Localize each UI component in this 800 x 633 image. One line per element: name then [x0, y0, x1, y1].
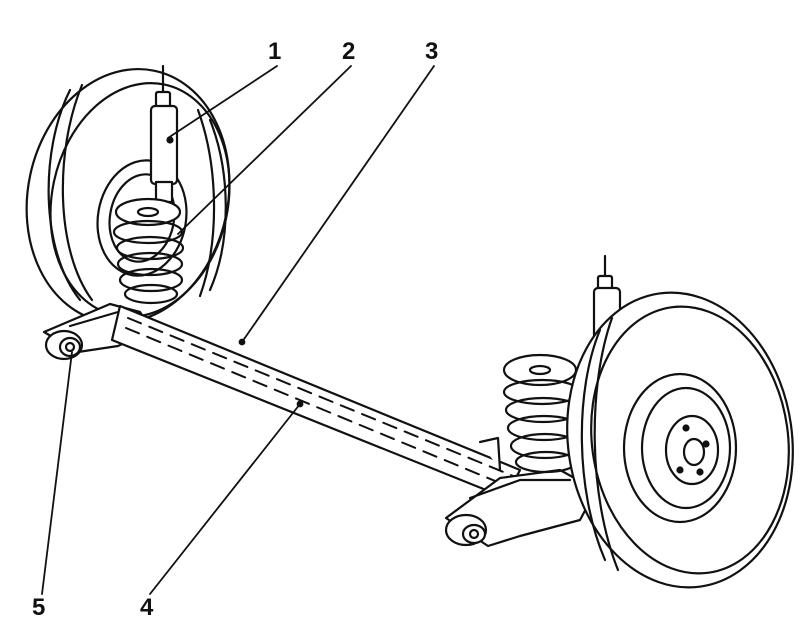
- leader-line-5: [41, 351, 73, 595]
- callout-1: 1: [268, 38, 282, 65]
- leader-line-2: [177, 65, 352, 235]
- right-trailing-arm: [444, 436, 598, 548]
- left-coil-spring: [112, 197, 185, 305]
- leader-line-4: [149, 403, 301, 595]
- leader-line-1: [167, 65, 278, 139]
- axle-beam: [110, 304, 522, 500]
- leader-lines: [41, 65, 435, 595]
- leader-line-3: [241, 65, 435, 343]
- callout-2: 2: [342, 38, 356, 65]
- callout-5: 5: [32, 594, 46, 621]
- right-wheel: [566, 291, 794, 589]
- left-shock-absorber: [149, 64, 179, 204]
- callout-3: 3: [425, 38, 439, 65]
- callout-4: 4: [140, 594, 154, 621]
